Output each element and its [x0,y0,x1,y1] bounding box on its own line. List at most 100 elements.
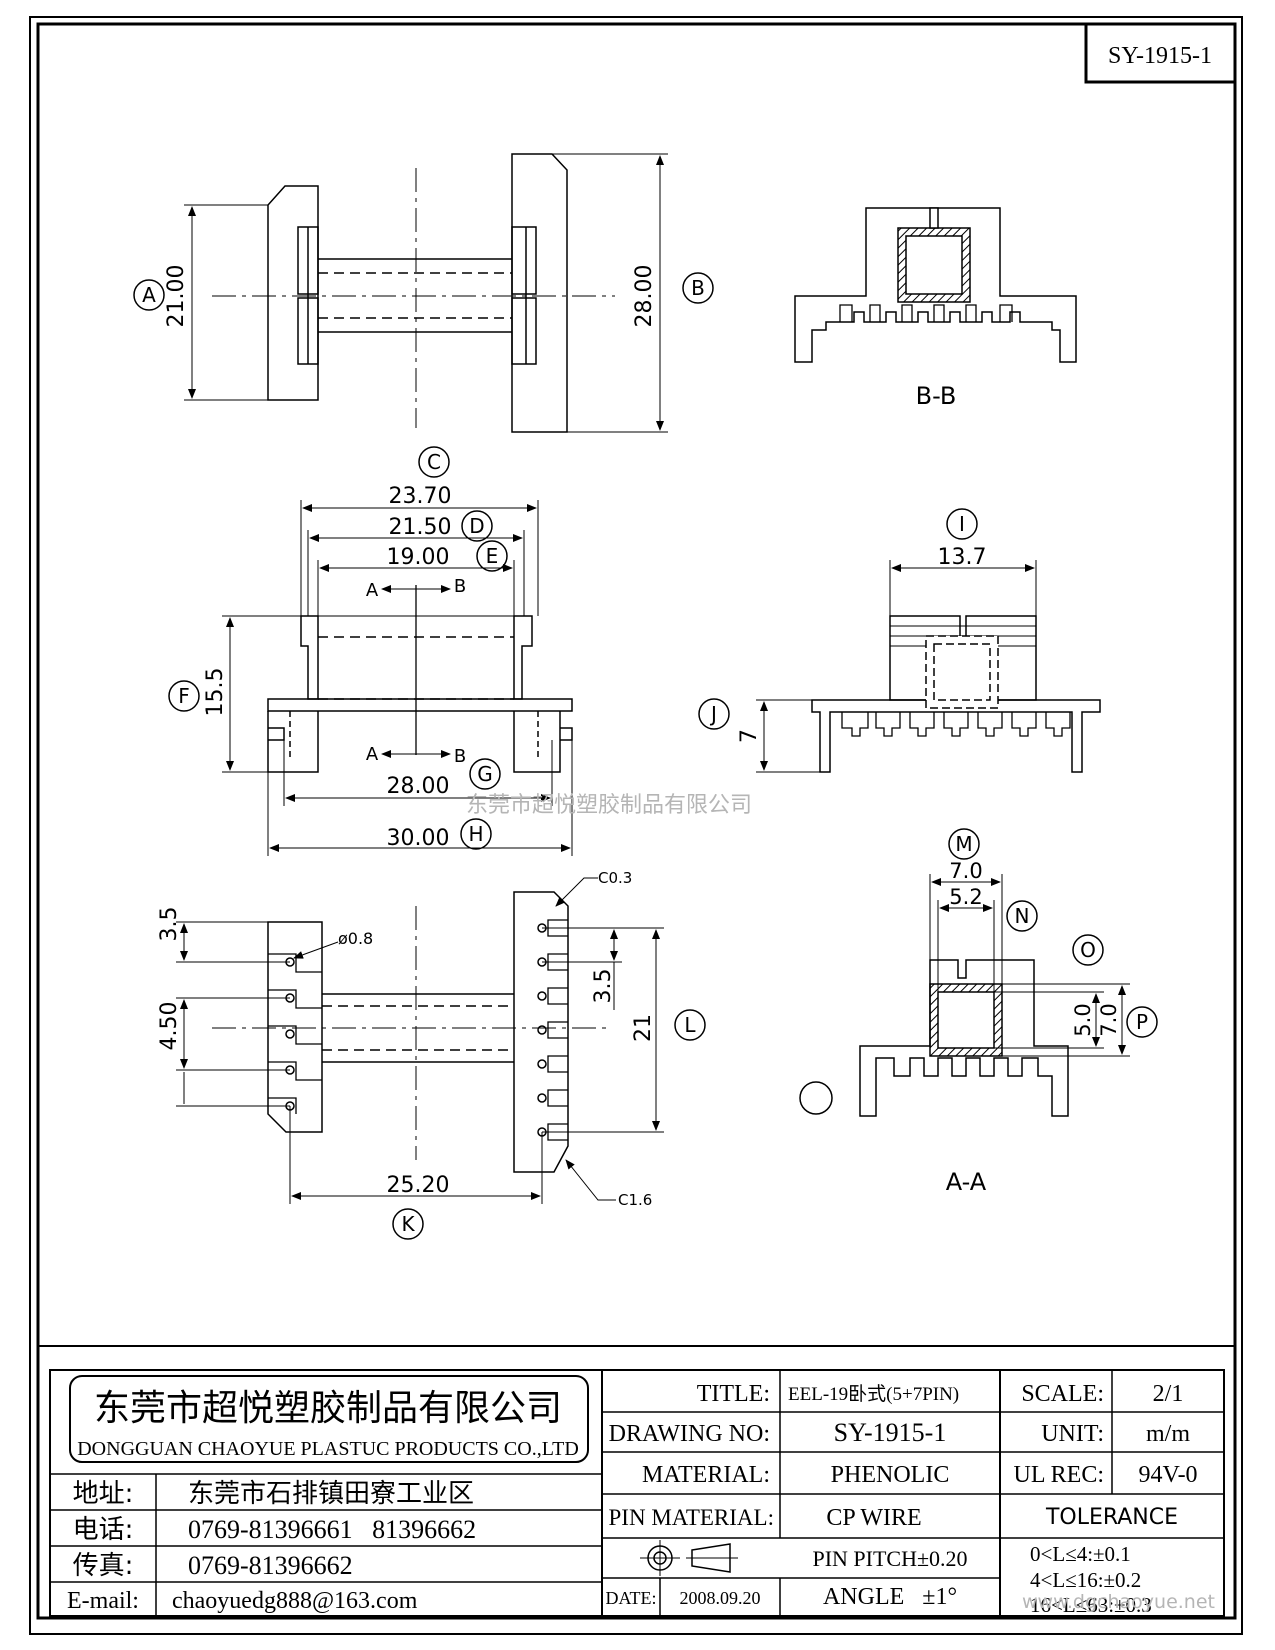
label-a: A [142,283,156,307]
section-bb-window-inner [905,235,963,295]
front-right-block [513,711,561,773]
label-d-circle [461,510,493,542]
pin-pitch: PIN PITCH±0.20 [812,1546,967,1571]
title-label: TITLE: [697,1381,770,1407]
pin-hole-r3 [537,991,547,1001]
section-arrow-bottom-a-label: A [366,744,379,765]
dim-e-value: 19.00 [387,545,450,570]
label-o: O [1080,938,1096,962]
material-label: MATERIAL: [642,1462,770,1488]
phone-value: 0769-81396661 81396662 [188,1515,476,1544]
ul-value: 94V-0 [1138,1462,1197,1488]
dim-g-value: 28.00 [387,774,450,799]
inner-frame [36,22,1237,1620]
right-flange-step-upper [511,226,537,295]
angle-value: ANGLE ±1° [823,1584,957,1610]
drawing-id-box [1084,22,1237,84]
dim-i-value: 13.7 [938,545,987,570]
label-i-circle [946,508,978,540]
company-name-en: DONGGUAN CHAOYUE PLASTUC PRODUCTS CO.,LT… [77,1438,579,1460]
tolerance-label: TOLERANCE [1045,1505,1178,1530]
dim-n-value: 5.2 [949,885,982,909]
dim-k-value: 25.20 [387,1173,450,1198]
dim-o-value: 5.0 [1071,1003,1095,1036]
label-n-circle [1006,900,1038,932]
title-value: EEL-19卧式(5+7PIN) [788,1383,959,1405]
front-right-flange [513,615,533,700]
drawing-no-value: SY-1915-1 [834,1418,947,1447]
email-label: E-mail: [67,1588,139,1614]
section-arrow-top-b-label: B [454,576,466,597]
bottom-left-notches [268,953,322,1114]
label-h-circle [460,818,492,850]
title-block-frame [49,1369,1225,1617]
front-right-pin-stub [560,727,573,741]
label-b-circle [682,272,714,304]
dim-p-value: 7.0 [1097,1003,1121,1036]
dim-pitch-right-value: 3.5 [591,969,616,1004]
label-g: G [477,762,493,786]
label-l: L [684,1013,696,1037]
label-k: K [401,1212,415,1236]
scale-value: 2/1 [1153,1381,1184,1407]
company-name-cn: 东莞市超悦塑胶制品有限公司 [94,1388,562,1429]
projection-symbol-cone [691,1543,731,1573]
label-n: N [1015,904,1030,928]
watermark-center: 东莞市超悦塑胶制品有限公司 [466,793,752,818]
front-left-block [267,711,319,773]
bottom-left-flange [267,921,323,1133]
label-b: B [691,276,705,300]
side-hidden-window-inner [933,643,991,701]
dim-pitch-top-value: 3.5 [157,907,182,942]
label-d: D [469,514,484,538]
label-g-circle [469,758,501,790]
company-logo-box [69,1375,589,1463]
c16-leader [565,1159,616,1201]
section-aa-caption: A-A [946,1168,987,1196]
label-i: I [959,512,965,536]
label-m-circle [948,828,980,860]
pin-material-value: CP WIRE [826,1505,921,1531]
c03-leader [555,877,598,907]
ul-label: UL REC: [1014,1462,1104,1488]
bottom-view [176,877,706,1240]
watermark-corner: www.dgchaoyue.net [1022,1591,1215,1613]
bottom-right-flange [513,891,569,1173]
address-value: 东莞市石排镇田寮工业区 [188,1479,474,1509]
unit-value: m/m [1146,1421,1190,1447]
tolerance-3: 16<L≤63:±0.3 [1030,1593,1152,1617]
label-l-circle [674,1009,706,1041]
hole-leader [293,941,339,959]
section-bb-slot [929,207,939,229]
section-bb-caption: B-B [916,382,957,410]
section-arrow-bottom-b-label: B [454,746,466,767]
tolerance-2: 4<L≤16:±0.2 [1030,1568,1141,1592]
label-c-circle [418,446,450,478]
right-side-view [698,508,1101,773]
dim-d-value: 21.50 [389,515,452,540]
dim-a-value: 21.00 [164,265,189,328]
pin-hole-r4 [537,1025,547,1035]
front-base-plate [267,698,573,712]
dim-b-value: 28.00 [632,265,657,328]
date-label: DATE: [606,1588,657,1608]
scale-label: SCALE: [1021,1381,1104,1407]
section-aa-outline [859,959,1069,1117]
label-f-circle [168,680,200,712]
material-value: PHENOLIC [831,1462,950,1488]
label-e-circle [476,540,508,572]
dim-pitch-left-value: 4.50 [157,1002,182,1051]
fax-label: 传真: [73,1551,134,1581]
right-flange-outline [511,153,568,433]
date-value: 2008.09.20 [680,1588,761,1608]
pin-hole-l3 [285,1029,295,1039]
unit-label: UNIT: [1041,1421,1104,1447]
bottom-right-notches [547,919,568,1141]
label-f: F [178,684,190,708]
drawing-no-label: DRAWING NO: [609,1421,770,1447]
dim-c-value: 23.70 [389,484,452,509]
right-flange-step-lower [511,297,537,365]
outer-frame [29,16,1243,1635]
tolerance-1: 0<L≤4:±0.1 [1030,1542,1131,1566]
